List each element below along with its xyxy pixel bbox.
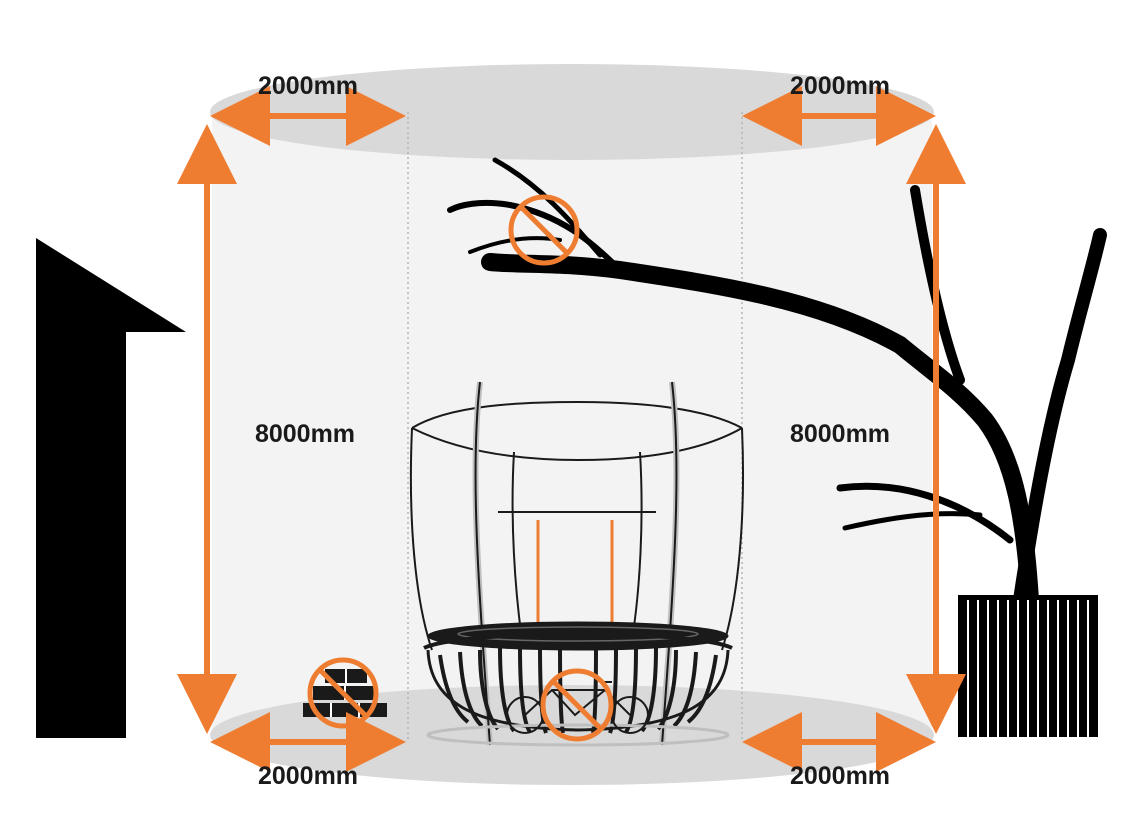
label-clearance-top-left: 2000mm (258, 72, 358, 100)
dimension-arrows (177, 86, 966, 772)
fence-icon (958, 595, 1098, 737)
label-height-left: 8000mm (255, 420, 355, 448)
house-silhouette-icon (36, 238, 186, 738)
label-clearance-top-right: 2000mm (790, 72, 890, 100)
prohibited-icon-bicycle (540, 668, 614, 742)
label-clearance-bottom-right: 2000mm (790, 762, 890, 790)
trampoline-icon (409, 381, 744, 747)
label-clearance-bottom-left: 2000mm (258, 762, 358, 790)
label-height-right: 8000mm (790, 420, 890, 448)
prohibited-icon-branches (508, 194, 580, 266)
